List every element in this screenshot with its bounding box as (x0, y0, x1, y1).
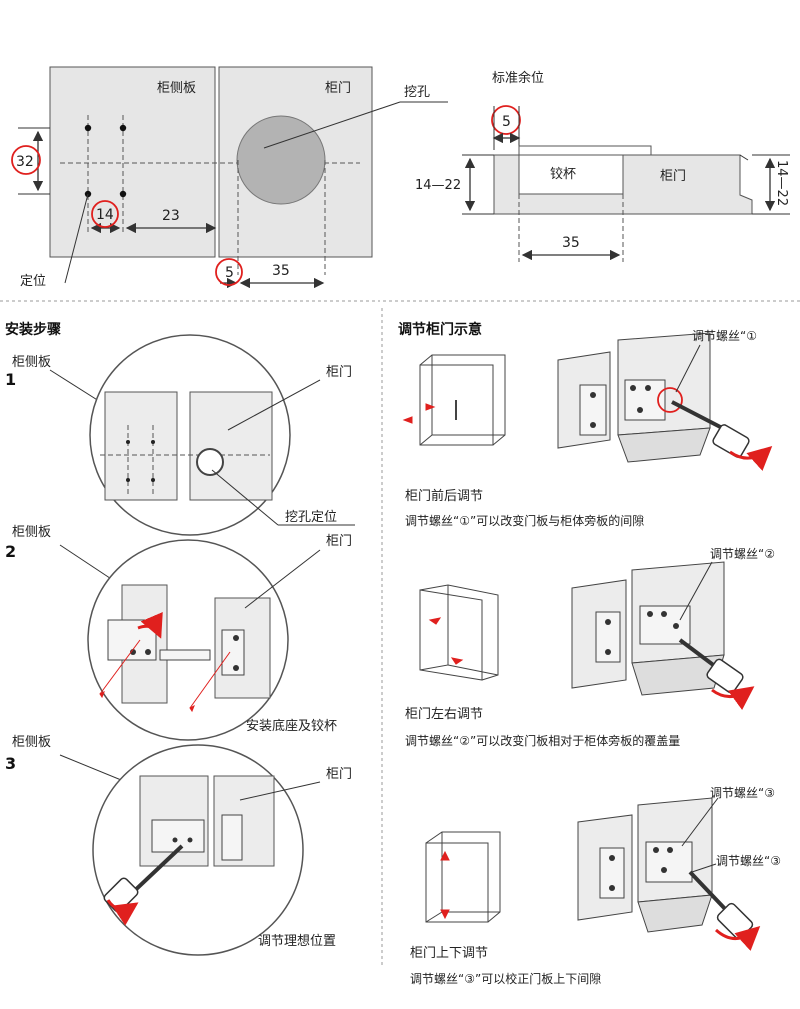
adjust-row-3: 调节螺丝“③ 调节螺丝“③ 柜门上下调节 调节螺丝“③”可以校正门板上下间隙 (410, 786, 781, 986)
adjust1-title: 柜门前后调节 (405, 488, 483, 504)
label-locate: 定位 (20, 274, 46, 289)
label-cup: 铰杯 (550, 167, 576, 182)
adjust-row-1: 调节螺丝“① 柜门前后调节 调节螺丝“①”可以改变门板与柜体旁板的间隙 (402, 329, 773, 528)
label-side-door: 柜门 (660, 169, 686, 184)
hole-leader (263, 101, 401, 149)
adjust-section: 调节柜门示意 调节螺丝“① 柜门前后调节 调节螺丝“①”可以改变门板与柜体旁 (398, 321, 781, 986)
step1-number: 1 (5, 370, 16, 389)
locate-leader (64, 193, 89, 284)
dim-32-marker (11, 145, 41, 175)
step3-caption: 调节理想位置 (258, 933, 336, 949)
step3-rotate-arrow (106, 899, 139, 926)
hinge-cup (518, 154, 624, 195)
step3-screwdriver (128, 844, 184, 897)
dim-5-marker (215, 258, 243, 286)
adjust3-screw-label-a: 调节螺丝“③ (710, 786, 775, 800)
side-dim-35: 35 (562, 235, 580, 251)
cabinet-box-icon (425, 831, 501, 923)
install-title: 安装步骤 (5, 321, 61, 338)
label-standard-margin: 标准余位 (492, 70, 544, 86)
cup-flange (518, 145, 652, 156)
dim-23: 23 (162, 208, 180, 224)
label-door: 柜门 (325, 81, 351, 96)
cabinet-box-icon (419, 584, 499, 681)
step2-label-side: 柜侧板 (12, 525, 51, 540)
dim-14: 14 (96, 207, 114, 223)
front-view-diagram: 柜侧板 柜门 32 14 23 5 35 (11, 66, 448, 289)
adjust3-rotate-arrow (714, 925, 761, 952)
adjust1-rotate-arrow (729, 445, 773, 471)
screw-hole (119, 124, 127, 132)
adjust2-title: 柜门左右调节 (405, 707, 483, 722)
step1-label-side: 柜侧板 (12, 355, 51, 370)
adjust1-screw-label: 调节螺丝“① (692, 329, 757, 343)
step3-hinge-cup (221, 814, 243, 861)
dim-5: 5 (225, 265, 234, 281)
side-view-diagram: 标准余位 5 铰杯 柜门 14—22 14—22 35 (415, 70, 790, 262)
dim-14-22-right: 14—22 (774, 160, 789, 206)
adjust2-desc: 调节螺丝“②”可以改变门板相对于柜体旁板的覆盖量 (405, 733, 680, 748)
dim-35: 35 (272, 263, 290, 279)
step1-label-hole: 挖孔定位 (285, 510, 337, 525)
cabinet-box-icon (419, 354, 506, 446)
step1-cup-hole (196, 448, 224, 476)
step2-screw-arrow (137, 611, 163, 639)
dim-14-22-left: 14—22 (415, 178, 461, 193)
label-cabinet-side: 柜侧板 (157, 81, 196, 96)
step1-door-panel (189, 391, 273, 501)
adjust2-screw-label: 调节螺丝“② (710, 547, 775, 561)
adjust3-title: 柜门上下调节 (410, 946, 488, 961)
label-hole: 挖孔 (404, 85, 430, 100)
side-dim-5: 5 (502, 114, 511, 130)
step3-label-door: 柜门 (326, 767, 352, 782)
adjust3-desc: 调节螺丝“③”可以校正门板上下间隙 (410, 971, 601, 986)
adjust3-screw-label-b: 调节螺丝“③ (716, 854, 781, 868)
step2-number: 2 (5, 542, 16, 561)
screw-hole (119, 190, 127, 198)
step3-hinge-base (151, 819, 205, 853)
step2-label-door: 柜门 (326, 534, 352, 549)
step3-label-side: 柜侧板 (12, 735, 51, 750)
dim-32: 32 (16, 154, 34, 170)
adjust2-rotate-arrow (711, 686, 755, 711)
adjust1-desc: 调节螺丝“①”可以改变门板与柜体旁板的间隙 (405, 513, 644, 528)
cup-hole (236, 115, 326, 205)
install-steps: 安装步骤 1 柜侧板 柜门 挖孔定位 2 柜侧板 (5, 321, 355, 956)
step2-hinge-cup (221, 629, 245, 676)
step3-number: 3 (5, 754, 16, 773)
dim-14-marker (91, 200, 119, 228)
step1-label-door: 柜门 (326, 365, 352, 380)
adjust-row-2: 调节螺丝“② 柜门左右调节 调节螺丝“②”可以改变门板相对于柜体旁板的覆盖量 (405, 547, 775, 748)
step1-side-panel (104, 391, 178, 501)
step2-caption: 安装底座及铰杯 (246, 718, 337, 734)
adjust3-screwdriver (688, 870, 730, 914)
adjust1-screw-marker (657, 387, 683, 413)
adjust-title: 调节柜门示意 (398, 321, 482, 338)
screw-hole (84, 124, 92, 132)
